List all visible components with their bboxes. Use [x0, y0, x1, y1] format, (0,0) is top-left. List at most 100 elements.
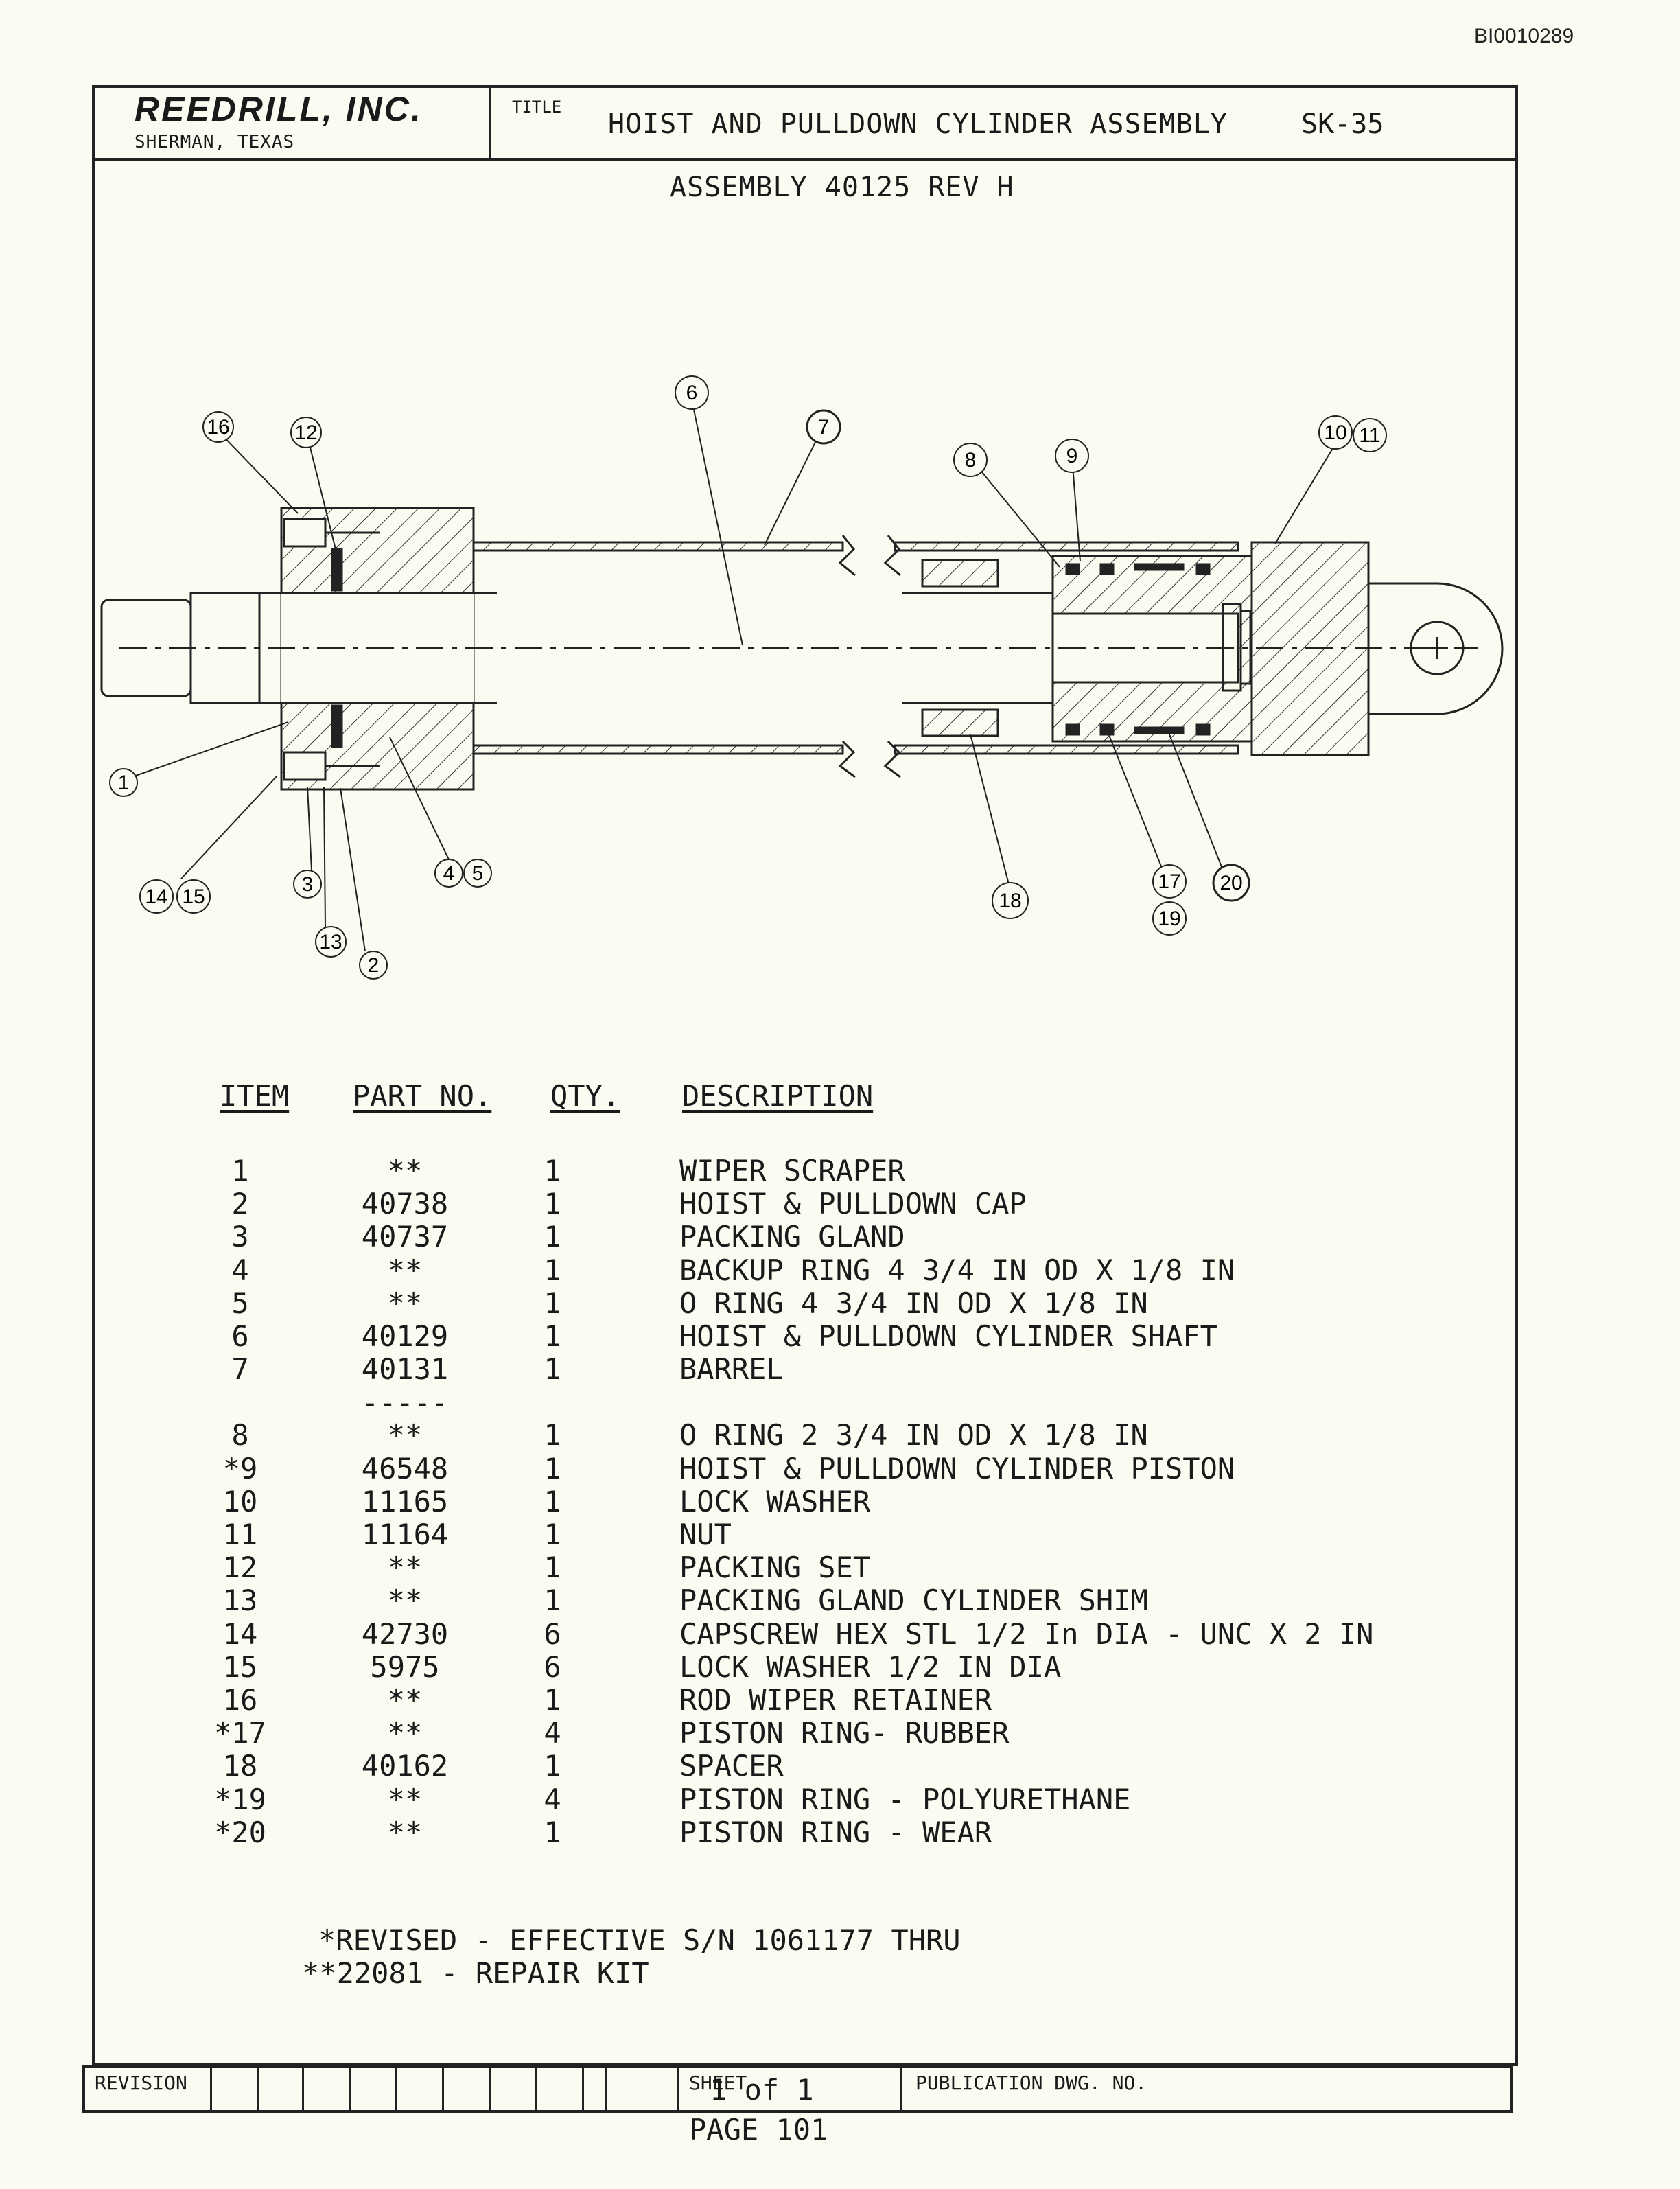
part-number: 40131 — [361, 1352, 449, 1387]
item-number: 15 — [222, 1649, 258, 1684]
svg-text:2: 2 — [368, 954, 380, 977]
svg-text:14: 14 — [145, 885, 167, 908]
column-header-item: ITEM — [220, 1079, 290, 1113]
item-number: *20 — [214, 1815, 266, 1849]
part-number: 5975 — [370, 1649, 440, 1684]
quantity: 4 — [544, 1782, 561, 1816]
item-number: 3 — [231, 1220, 249, 1254]
description: NUT — [679, 1518, 732, 1551]
item-number: 10 — [222, 1484, 258, 1518]
svg-text:13: 13 — [319, 931, 342, 953]
quantity: 1 — [544, 1518, 561, 1551]
part-number: ** — [387, 1716, 423, 1750]
svg-text:1: 1 — [118, 772, 130, 794]
description: PISTON RING - POLYURETHANE — [679, 1782, 1131, 1816]
quantity: 1 — [544, 1418, 561, 1452]
table-row: 11 11164 1 NUT — [199, 1518, 1434, 1551]
svg-text:20: 20 — [1220, 872, 1242, 894]
table-row: 7 40131 1 BARREL — [199, 1353, 1434, 1386]
publication-label: PUBLICATION DWG. NO. — [915, 2072, 1147, 2094]
quantity: 6 — [544, 1649, 561, 1684]
callout-5: 5 — [463, 859, 492, 888]
table-row: 18 40162 1 SPACER — [199, 1750, 1434, 1783]
description: O RING 4 3/4 IN OD X 1/8 IN — [679, 1286, 1148, 1320]
svg-text:15: 15 — [182, 885, 205, 908]
column-header-part: PART NO. — [353, 1079, 492, 1113]
item-number: 4 — [231, 1253, 249, 1287]
publication-cell-divider — [900, 2068, 902, 2110]
revision-cell — [210, 2068, 212, 2110]
part-number: 42730 — [361, 1617, 449, 1651]
quantity: 6 — [544, 1617, 561, 1651]
sheet-cell-divider — [677, 2068, 679, 2110]
part-number: 11164 — [361, 1518, 449, 1551]
callout-20: 20 — [1212, 864, 1250, 902]
quantity: 1 — [544, 1154, 561, 1188]
revision-cell — [349, 2068, 351, 2110]
quantity: 1 — [544, 1352, 561, 1387]
description: BARREL — [679, 1352, 784, 1387]
callout-6: 6 — [675, 375, 709, 410]
quantity: 1 — [544, 1286, 561, 1320]
description: SPACER — [679, 1749, 784, 1783]
item-number: 16 — [222, 1683, 258, 1717]
header-column-divider — [489, 88, 491, 158]
assembly-number: ASSEMBLY 40125 REV H — [670, 172, 1014, 203]
description: HOIST & PULLDOWN CYLINDER SHAFT — [679, 1319, 1217, 1353]
callout-9: 9 — [1055, 439, 1089, 473]
sheet-label: SHEET — [689, 2072, 747, 2094]
drawing-frame: REEDRILL, INC. SHERMAN, TEXAS TITLE HOIS… — [92, 85, 1518, 2066]
callout-10: 10 — [1318, 415, 1353, 450]
company-location: SHERMAN, TEXAS — [135, 132, 295, 152]
svg-text:17: 17 — [1158, 870, 1180, 893]
svg-text:9: 9 — [1066, 445, 1078, 467]
item-number: 7 — [231, 1352, 249, 1387]
revision-block: REVISION SHEET 1 of 1 PUBLICATION DWG. N… — [82, 2065, 1513, 2113]
drawing-title: HOIST AND PULLDOWN CYLINDER ASSEMBLY — [608, 108, 1228, 140]
item-number: 8 — [231, 1418, 249, 1452]
item-number: *19 — [214, 1782, 266, 1816]
part-number: ** — [387, 1683, 423, 1717]
callout-18: 18 — [992, 882, 1029, 919]
part-number: 40129 — [361, 1319, 449, 1353]
cylinder-cross-section: 1 2 3 4 5 6 7 8 9 10 11 12 13 14 15 16 1… — [100, 375, 1504, 980]
revision-cell — [535, 2068, 537, 2110]
description: BACKUP RING 4 3/4 IN OD X 1/8 IN — [679, 1253, 1235, 1287]
item-number: *9 — [222, 1451, 258, 1485]
description: HOIST & PULLDOWN CYLINDER PISTON — [679, 1451, 1235, 1485]
description: WIPER SCRAPER — [679, 1154, 905, 1188]
svg-text:3: 3 — [302, 873, 314, 896]
svg-text:5: 5 — [472, 862, 484, 885]
part-number: 40162 — [361, 1749, 449, 1783]
callout-1: 1 — [109, 768, 138, 797]
quantity: 1 — [544, 1749, 561, 1783]
description: PACKING GLAND CYLINDER SHIM — [679, 1584, 1148, 1618]
part-number: 40737 — [361, 1220, 449, 1254]
description: LOCK WASHER — [679, 1484, 871, 1518]
item-number: *17 — [214, 1716, 266, 1750]
item-number: 18 — [222, 1749, 258, 1783]
quantity: 1 — [544, 1484, 561, 1518]
revision-cell — [257, 2068, 259, 2110]
description: PISTON RING- RUBBER — [679, 1716, 1010, 1750]
svg-text:11: 11 — [1359, 424, 1380, 447]
quantity: 1 — [544, 1683, 561, 1717]
svg-text:4: 4 — [443, 862, 455, 885]
item-number: 11 — [222, 1518, 258, 1551]
repair-kit-note: **22081 - REPAIR KIT — [302, 1956, 649, 1990]
description: CAPSCREW HEX STL 1/2 In DIA - UNC X 2 IN — [679, 1617, 1374, 1651]
svg-text:8: 8 — [965, 449, 977, 472]
callout-15: 15 — [176, 879, 211, 914]
callout-4: 4 — [434, 859, 463, 888]
callout-17: 17 — [1152, 864, 1187, 899]
